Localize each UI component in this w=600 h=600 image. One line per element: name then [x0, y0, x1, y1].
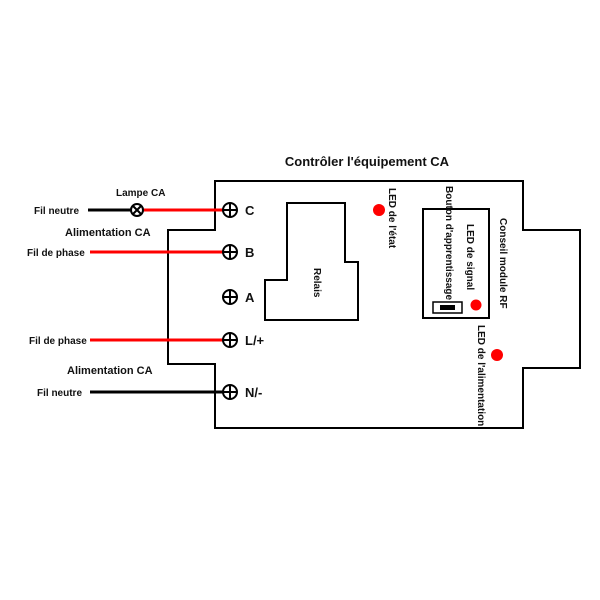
terminal-b: B [222, 244, 254, 260]
relay-outline [264, 202, 359, 321]
rf-module-label: Conseil module RF [497, 218, 508, 309]
terminal-a: A [222, 289, 255, 305]
power-led-label: LED de l'alimentation [475, 325, 486, 426]
terminal-label: L/+ [245, 333, 265, 348]
relay-label: Relais [311, 268, 322, 298]
status-led-icon [373, 204, 385, 216]
learn-button-label: Bouton d'apprentissage [443, 186, 454, 300]
terminal-n: N/- [222, 384, 262, 400]
terminal-cross-icon [223, 245, 237, 259]
terminal-label: C [245, 203, 255, 218]
terminal-l: L/+ [222, 332, 265, 348]
lamp-label: Lampe CA [116, 188, 165, 199]
diagram-title: Contrôler l'équipement CA [285, 154, 450, 169]
terminal-cross-icon [223, 333, 237, 347]
supply-bottom-label: Alimentation CA [67, 365, 153, 377]
status-led-label: LED de l'état [386, 188, 397, 249]
terminal-label: N/- [245, 385, 262, 400]
terminal-cross-icon [223, 385, 237, 399]
power-led-icon [491, 349, 503, 361]
phase-l-label: Fil de phase [29, 336, 87, 347]
signal-led-icon [470, 299, 482, 311]
terminal-label: B [245, 245, 254, 260]
signal-led-label: LED de signal [464, 224, 475, 290]
controller-outline [167, 180, 581, 429]
lamp-icon [130, 203, 144, 217]
terminal-c: C [222, 202, 255, 218]
phase-b-label: Fil de phase [27, 248, 85, 259]
rf-module-outline [422, 208, 490, 319]
neutral-bottom-label: Fil neutre [37, 388, 82, 399]
neutral-top-label: Fil neutre [34, 206, 79, 217]
terminal-cross-icon [223, 203, 237, 217]
supply-top-label: Alimentation CA [65, 227, 151, 239]
learn-button-slider-icon [440, 305, 455, 310]
terminal-label: A [245, 290, 255, 305]
terminal-cross-icon [223, 290, 237, 304]
